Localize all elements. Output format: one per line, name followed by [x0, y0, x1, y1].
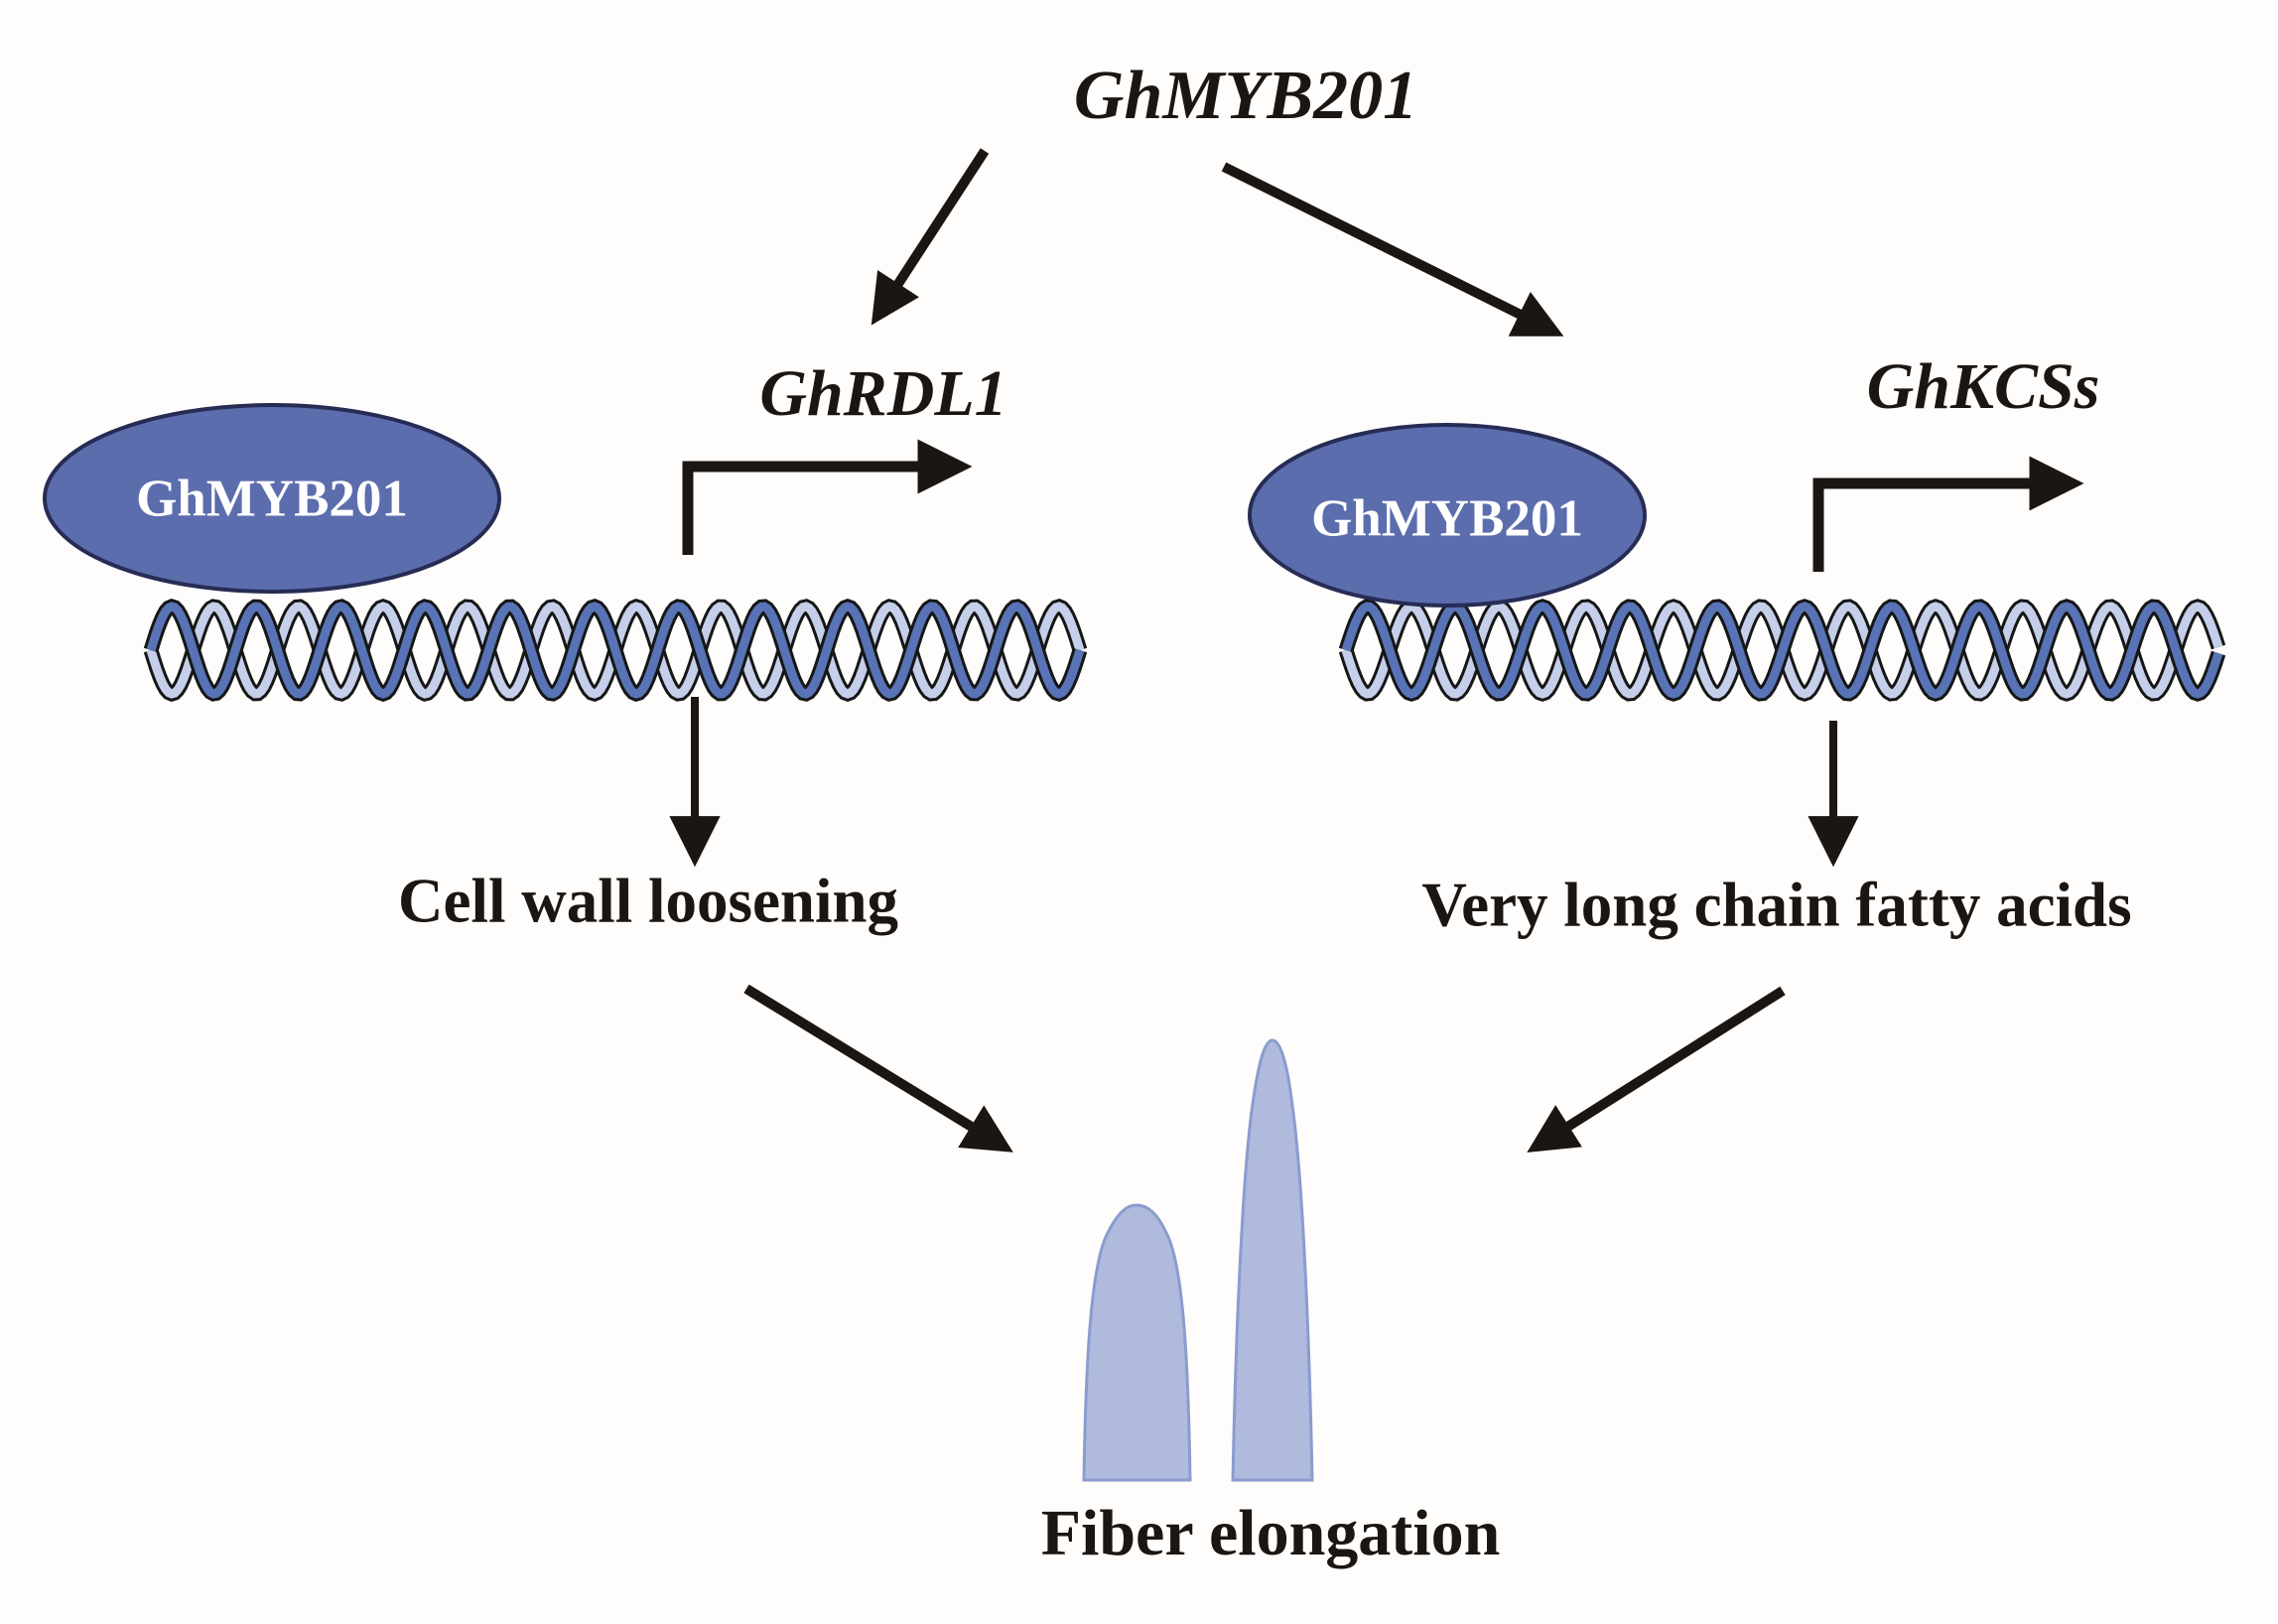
tf-label-right: GhMYB201	[1311, 489, 1583, 548]
target-gene-label-right: GhKCSs	[1866, 350, 2100, 423]
contribution-arrow-right	[1527, 986, 1786, 1153]
target-gene-label-left: GhRDL1	[759, 357, 1007, 430]
outcome-label: Fiber elongation	[1040, 1497, 1501, 1569]
dna-strand	[146, 602, 1085, 699]
tf-label-left: GhMYB201	[136, 470, 408, 528]
transcription-start-arrow-right	[1812, 456, 2084, 572]
title-gene-label: GhMYB201	[1073, 58, 1418, 134]
contribution-arrow-left	[743, 984, 1013, 1152]
transcription-start-arrow-left	[682, 439, 973, 555]
tf-ellipse-left	[43, 403, 501, 594]
regulation-arrow-right	[1221, 162, 1564, 337]
dna-helix-left	[143, 599, 1088, 702]
effect-label-left: Cell wall loosening	[397, 866, 899, 936]
tf-ellipse-right	[1248, 423, 1647, 608]
effect-label-right: Very long chain fatty acids	[1421, 870, 2132, 940]
fiber-shape-short	[1082, 1203, 1192, 1482]
regulation-arrow-left	[871, 148, 990, 326]
fiber-shape-tall	[1231, 1038, 1314, 1482]
dna-strand	[1341, 602, 2223, 699]
dna-helix-right	[1338, 599, 2226, 702]
